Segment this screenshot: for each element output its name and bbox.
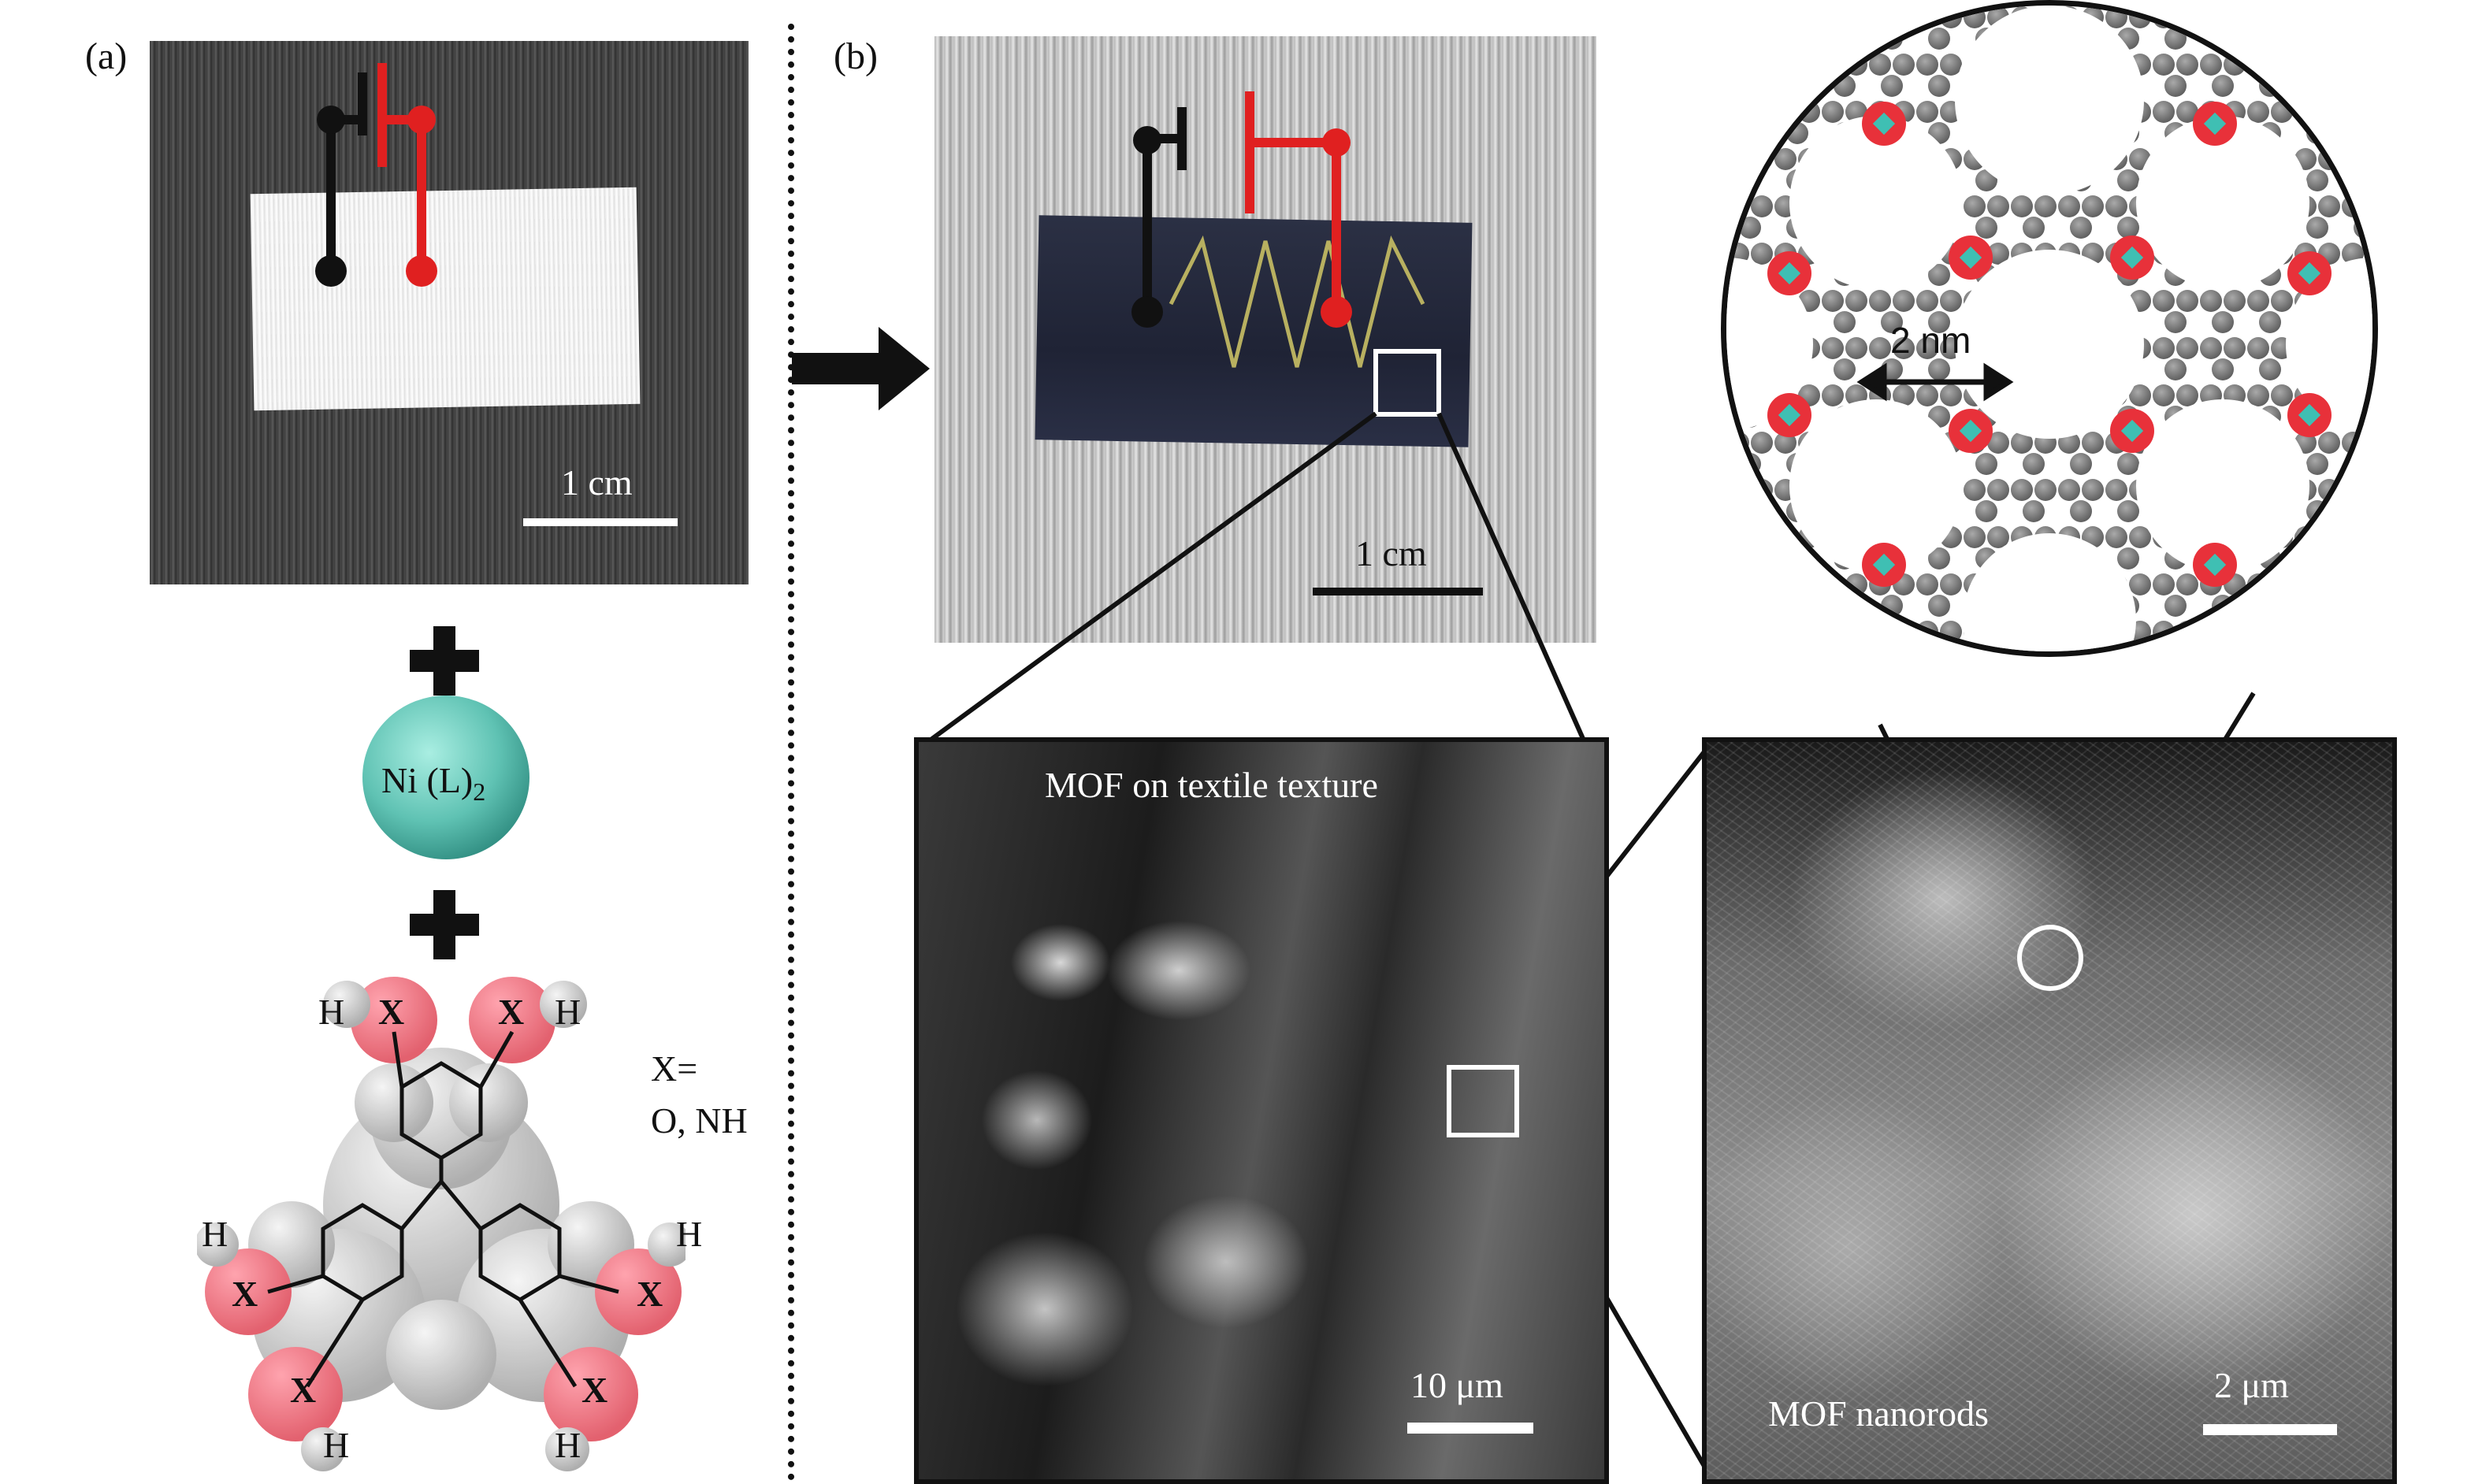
device-electrodes-b — [1131, 91, 1483, 595]
nickel-sphere-icon — [362, 696, 529, 859]
sem2-caption: MOF nanorods — [1768, 1393, 1989, 1434]
nickel-label-subscript: 2 — [473, 777, 486, 807]
sem1-scale-bar — [1407, 1423, 1533, 1434]
x-atom-label: X — [581, 1370, 608, 1410]
x-atom-label: X — [232, 1274, 258, 1314]
x-atom-label: X — [498, 992, 525, 1032]
panel-divider — [788, 24, 794, 1481]
x-atom-label: X — [290, 1370, 317, 1410]
mof-structure-diagram: 2 nm — [1721, 0, 2378, 657]
sem2-scale-bar — [2203, 1424, 2337, 1435]
sem-image-nanorods: MOF nanorods 2 μm — [1702, 737, 2397, 1484]
h-atom-label: H — [555, 992, 581, 1032]
plus-icon-2 — [410, 890, 479, 959]
panel-b-fabric-photo: 1 cm — [934, 36, 1596, 643]
h-atom-label: H — [202, 1214, 229, 1254]
h-atom-label: H — [676, 1214, 703, 1254]
panel-a-label: (a) — [85, 35, 128, 77]
plus-icon — [410, 626, 479, 696]
nickel-label-main: Ni (L) — [381, 760, 474, 800]
panel-b-label: (b) — [834, 35, 878, 77]
x-definition-line1: X= — [651, 1048, 698, 1089]
x-atom-label: X — [637, 1274, 663, 1314]
sem2-scale-label: 2 μm — [2214, 1365, 2289, 1405]
process-arrow-icon — [792, 327, 930, 410]
scale-bar-label-a: 1 cm — [561, 462, 633, 503]
mof-lattice-graphic — [1726, 6, 2372, 651]
h-atom-label: H — [323, 1425, 350, 1465]
pore-size-label: 2 nm — [1890, 320, 1971, 361]
electrode-contacts-a — [315, 63, 678, 526]
scale-bar-label-b: 1 cm — [1355, 533, 1427, 573]
x-atom-label: X — [378, 992, 405, 1032]
sem-inspection-square — [1447, 1065, 1519, 1137]
h-atom-label: H — [555, 1425, 581, 1465]
sem-texture-1 — [919, 742, 1604, 1479]
nickel-label: Ni (L)2 — [381, 759, 485, 807]
sem1-caption: MOF on textile texture — [1045, 765, 1378, 805]
h-atom-label: H — [318, 992, 345, 1032]
sem1-scale-label: 10 μm — [1410, 1365, 1503, 1405]
sem-zoom-circle — [2017, 925, 2083, 991]
sem-image-textile: MOF on textile texture 10 μm — [914, 737, 1609, 1484]
x-definition-line2: O, NH — [651, 1100, 748, 1141]
pore-size-arrow-icon — [1856, 362, 2014, 402]
ligand-molecule — [197, 977, 686, 1471]
panel-a-fabric-photo: 1 cm — [150, 41, 749, 584]
sem-texture-2 — [1707, 742, 2392, 1479]
